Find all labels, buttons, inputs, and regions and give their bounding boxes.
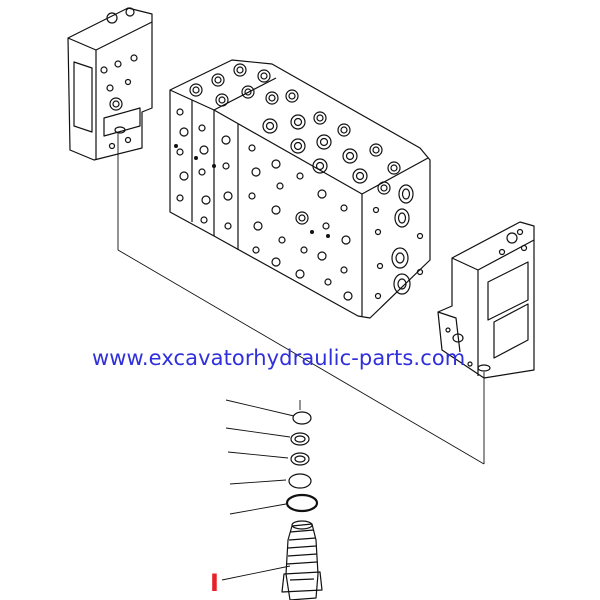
valve-cartridge (281, 520, 323, 600)
website-watermark: www.excavatorhydraulic-parts.com (92, 346, 466, 370)
front-face-holes (176, 108, 353, 301)
side-ports (372, 184, 424, 300)
main-valve-block (169, 59, 431, 319)
small-bolts (174, 144, 330, 238)
part-callout-label: I (210, 569, 219, 597)
left-end-cover (67, 7, 153, 161)
top-ports (189, 63, 401, 195)
leader-lines (117, 132, 485, 581)
o-ring-set (285, 411, 319, 513)
